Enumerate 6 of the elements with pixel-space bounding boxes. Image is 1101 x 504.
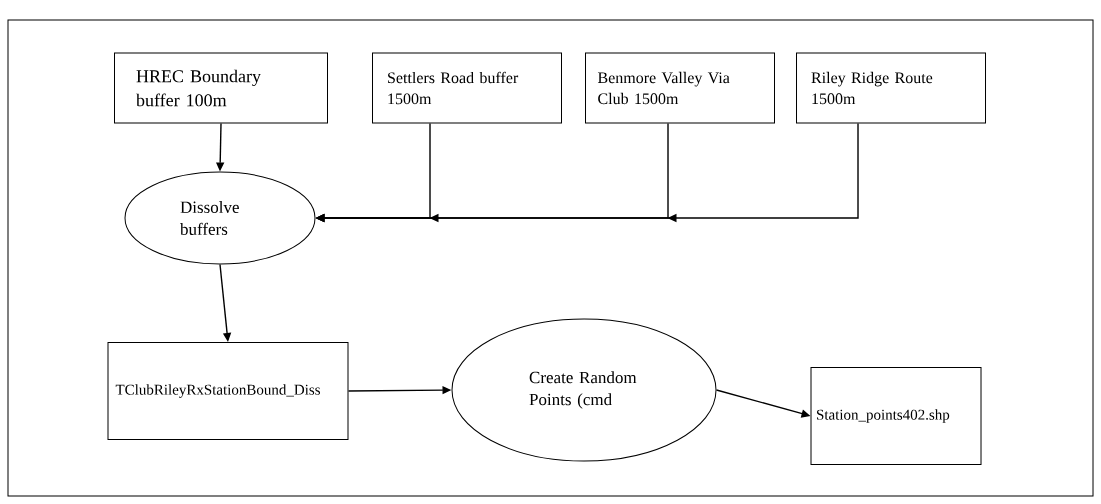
process-box: Station_points402.shp (810, 367, 982, 465)
process-box: Riley Ridge Route 1500m (796, 52, 986, 124)
process-box: TClubRileyRxStationBound_Diss (107, 342, 349, 440)
process-box: HREC Boundary buffer 100m (114, 52, 328, 124)
process-box: Benmore Valley Via Club 1500m (585, 52, 775, 124)
process-box: Settlers Road buffer 1500m (372, 52, 562, 124)
